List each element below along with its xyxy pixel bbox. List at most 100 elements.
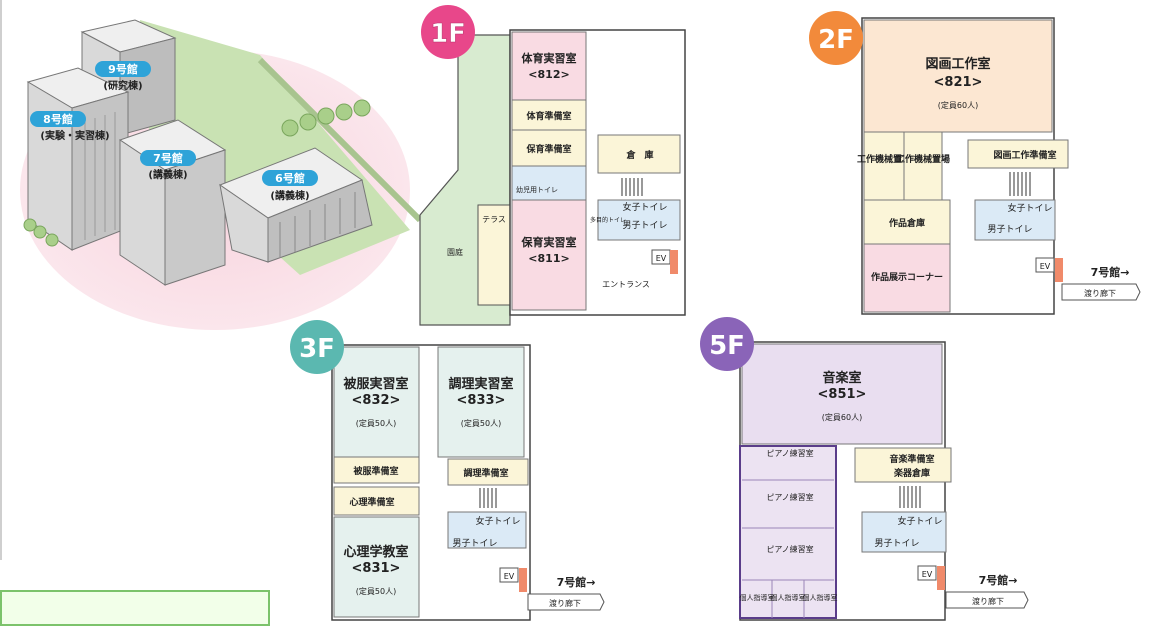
stairs-5 (899, 486, 921, 508)
ev-2-marker (1055, 258, 1063, 282)
clothing-capacity: (定員50人) (356, 418, 396, 428)
badge-5f-label: 5F (709, 331, 745, 361)
ev-3 (499, 567, 519, 583)
gym-prep-label: 体育準備室 (526, 110, 571, 122)
storage (597, 134, 681, 174)
green-info-box (0, 590, 270, 626)
mens-toilet-3: 男子トイレ (452, 538, 497, 549)
music-prep-label: 音楽準備室 (889, 453, 934, 465)
mens-toilet-5: 男子トイレ (874, 538, 919, 549)
gym-prep (511, 99, 587, 131)
building-8 (26, 67, 130, 251)
psych-prep (333, 486, 420, 516)
badge-1f (421, 5, 475, 59)
piano-room-2: ピアノ練習室 (766, 492, 813, 502)
badge-2f (809, 11, 863, 65)
entrance-label: エントランス (602, 280, 650, 289)
stairs-2 (1009, 172, 1031, 196)
corridor-2 (1061, 283, 1141, 301)
childcare-room-number: <811> (528, 252, 569, 265)
toilets-5 (861, 511, 947, 553)
piano-room-1: ピアノ練習室 (766, 448, 813, 458)
craft-storage-2-label: 工作機械置場 (896, 153, 950, 165)
ev-2-label: EV (1040, 262, 1051, 271)
corridor-5 (945, 591, 1029, 609)
clothing-prep-label: 被服準備室 (353, 465, 398, 477)
womens-toilet-2: 女子トイレ (1007, 202, 1052, 214)
toilets-1 (597, 199, 681, 241)
storage-label: 倉 庫 (625, 149, 653, 161)
piano-room-3: ピアノ練習室 (766, 544, 813, 554)
music-room-label: 音楽室 (822, 370, 861, 386)
left-divider (0, 0, 2, 560)
floor-1-plan: 園庭 テラス 体育実習室 <812> 体育準備室 保育準備室 幼児用トイレ 保育… (419, 5, 686, 326)
corridor-3-label: 渡り廊下 (549, 598, 581, 608)
cooking-prep (447, 458, 529, 486)
guidance-room-3: 個人指導室 (803, 593, 838, 602)
building-9-label: 9号館 (108, 62, 138, 76)
badge-3f (290, 320, 344, 374)
to-building-7-5f: 7号館→ (979, 573, 1018, 587)
to-building-7-2f: 7号館→ (1091, 265, 1130, 279)
campus-illustration: 9号館 (研究棟) 8号館 (実験・実習棟) 7号館 (講義棟) 6号館 (講義… (20, 19, 423, 330)
courtyard-label: 園庭 (447, 247, 463, 257)
multi-toilet-1: 多目的トイレ (590, 216, 626, 224)
ev-1-marker (670, 250, 678, 274)
practice-partitions (742, 479, 834, 618)
music-prep (854, 447, 952, 483)
infant-toilet (511, 165, 587, 201)
psych-capacity: (定員50人) (356, 586, 396, 596)
building-7 (118, 119, 227, 286)
floor-2-plan: 図画工作室 <821> (定員60人) 工作機械置場 工作機械置場 図画工作準備… (809, 11, 1141, 315)
cooking-room-label: 調理実習室 (448, 376, 513, 392)
floor-3-plan: 被服実習室 <832> (定員50人) 調理実習室 <833> (定員50人) … (290, 320, 605, 621)
childcare-prep-label: 保育準備室 (525, 143, 571, 155)
to-building-7-3f: 7号館→ (557, 575, 596, 589)
womens-toilet-1: 女子トイレ (622, 201, 667, 213)
display-corner (863, 243, 951, 313)
work-storage-label: 作品倉庫 (889, 217, 925, 229)
ev-1-label: EV (656, 254, 667, 263)
art-room-capacity: (定員60人) (938, 100, 978, 110)
craft-storage-1-label: 工作機械置場 (857, 153, 911, 165)
childcare-room (511, 199, 587, 311)
building-6-label: 6号館 (275, 171, 305, 185)
building-8-sub: (実験・実習棟) (40, 129, 109, 142)
art-prep (967, 139, 1069, 169)
building-7-sub: (講義棟) (148, 168, 187, 181)
womens-toilet-3: 女子トイレ (475, 515, 520, 527)
psych-room (333, 516, 420, 618)
building-6-sub: (講義棟) (270, 189, 309, 202)
label-pill-6 (262, 170, 318, 186)
cooking-room (437, 346, 525, 458)
art-room-number: <821> (934, 75, 983, 90)
label-pill-9 (95, 61, 151, 77)
childcare-prep (511, 129, 587, 167)
badge-3f-label: 3F (299, 334, 335, 364)
ev-5-marker (937, 566, 945, 590)
cooking-room-number: <833> (457, 393, 506, 408)
ev-2 (1035, 257, 1055, 273)
craft-storage-2 (903, 131, 943, 201)
stairs-1 (621, 178, 643, 196)
building-8-label: 8号館 (43, 112, 73, 126)
craft-storage-1 (863, 131, 905, 201)
mens-toilet-1: 男子トイレ (622, 220, 667, 231)
corridor-5-label: 渡り廊下 (972, 596, 1004, 606)
clothing-room (333, 346, 420, 458)
work-storage (863, 199, 951, 245)
corridor-3 (527, 593, 605, 611)
childcare-room-label: 保育実習室 (521, 235, 577, 249)
label-pill-8 (30, 111, 86, 127)
stairs-3 (479, 488, 497, 508)
psych-room-label: 心理学教室 (343, 544, 408, 560)
toilets-3 (447, 511, 527, 549)
clothing-room-number: <832> (352, 393, 401, 408)
guidance-room-2: 個人指導室 (771, 593, 806, 602)
building-7-label: 7号館 (153, 151, 183, 165)
label-pill-7 (140, 150, 196, 166)
guidance-room-1: 個人指導室 (740, 593, 775, 602)
cooking-capacity: (定員50人) (461, 418, 501, 428)
art-room (863, 19, 1053, 133)
